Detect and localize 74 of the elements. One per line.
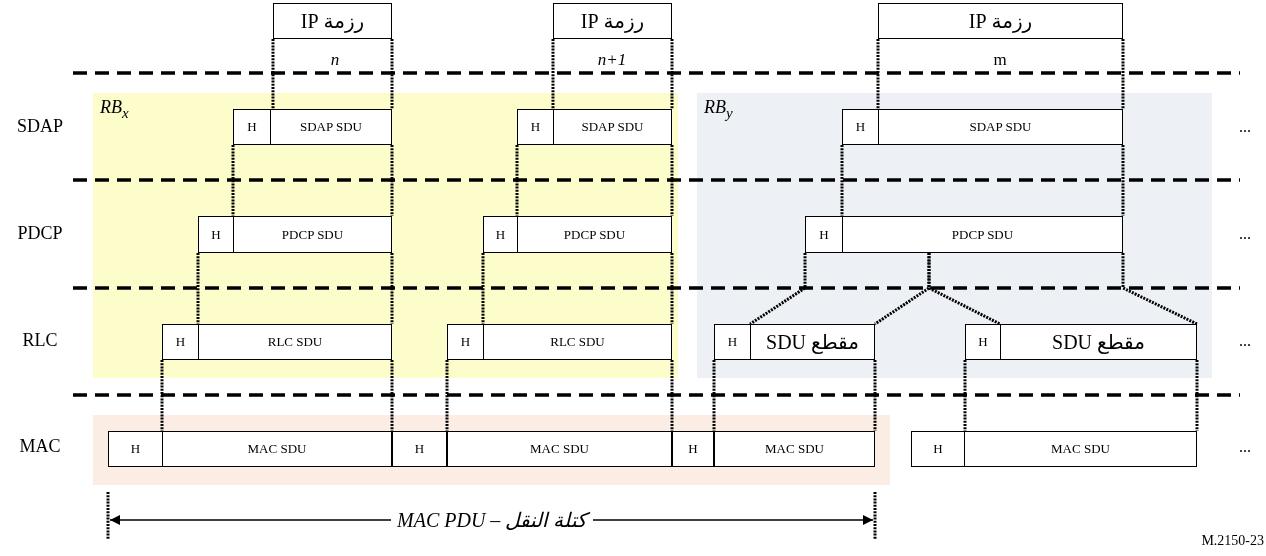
mapping-line: [670, 39, 674, 109]
header-box: H: [233, 109, 271, 145]
header-box: H: [198, 216, 234, 253]
sdu-box: RLC SDU: [483, 324, 672, 360]
sdu-box: SDAP SDU: [878, 109, 1123, 145]
sdu-box: MAC SDU: [447, 431, 672, 467]
layer-name: SDAP: [16, 116, 64, 137]
continuation-mark: ...: [1238, 332, 1252, 350]
mapping-line: [445, 360, 449, 431]
header-box: H: [447, 324, 484, 360]
mapping-line: [1121, 39, 1125, 109]
header-box: H: [805, 216, 843, 253]
header-box: H: [483, 216, 518, 253]
layer-name: RLC: [21, 330, 59, 351]
mapping-line: [749, 253, 807, 326]
packet-index-label: n: [329, 50, 341, 70]
mapping-line: [196, 253, 200, 324]
mapping-line: [231, 145, 235, 216]
mapping-line: [1121, 253, 1198, 326]
mapping-line: [712, 360, 716, 431]
radio-bearer-area: [697, 93, 1212, 378]
header-box: H: [911, 431, 965, 467]
mapping-line: [481, 253, 485, 324]
mapping-line: [876, 39, 880, 109]
mapping-line: [551, 39, 555, 109]
mapping-line: [1195, 360, 1199, 431]
layer-name: PDCP: [16, 223, 64, 244]
bearer-label: RB$_{x}$: [100, 97, 129, 122]
ip-packet-box: رزمة IP: [273, 3, 392, 39]
mapping-line: [515, 145, 519, 216]
continuation-mark: ...: [1238, 438, 1252, 456]
mapping-line: [271, 39, 275, 109]
ip-packet-box: رزمة IP: [878, 3, 1123, 39]
continuation-mark: ...: [1238, 118, 1252, 136]
sdu-box: SDAP SDU: [553, 109, 672, 145]
header-box: H: [108, 431, 163, 467]
mapping-line: [670, 253, 674, 324]
mapping-line: [390, 39, 394, 109]
sdu-box: MAC SDU: [162, 431, 392, 467]
sdu-box: MAC SDU: [964, 431, 1197, 467]
sdu-box: RLC SDU: [198, 324, 392, 360]
ip-packet-box: رزمة IP: [553, 3, 672, 39]
header-box: H: [672, 431, 714, 467]
mapping-line: [1121, 145, 1125, 216]
segment-box: مقطع SDU: [750, 324, 875, 360]
header-box: H: [965, 324, 1001, 360]
mapping-line: [160, 360, 164, 431]
bearer-label: RB$_{y}$: [704, 97, 733, 122]
header-box: H: [842, 109, 879, 145]
mapping-line: [963, 360, 967, 431]
continuation-mark: ...: [1238, 225, 1252, 243]
sdu-box: PDCP SDU: [517, 216, 672, 253]
header-box: H: [162, 324, 199, 360]
mapping-line: [390, 253, 394, 324]
header-box: H: [714, 324, 751, 360]
layer-name: MAC: [18, 436, 62, 457]
mapping-line: [840, 145, 844, 216]
sdu-box: PDCP SDU: [842, 216, 1123, 253]
sdu-box: SDAP SDU: [270, 109, 392, 145]
sdu-box: PDCP SDU: [233, 216, 392, 253]
packet-index-label: n+1: [596, 50, 628, 70]
mapping-line: [927, 253, 1001, 326]
segment-box: مقطع SDU: [1000, 324, 1197, 360]
sdu-box: MAC SDU: [714, 431, 875, 467]
figure-number: M.2150-23: [1200, 533, 1264, 549]
packet-index-label: m: [992, 50, 1008, 70]
mapping-line: [390, 360, 394, 431]
mapping-line: [390, 145, 394, 216]
header-box: H: [517, 109, 554, 145]
mapping-line: [670, 145, 674, 216]
radio-bearer-area: [93, 93, 678, 378]
mapping-line: [873, 360, 877, 431]
header-box: H: [392, 431, 447, 467]
mapping-line: [670, 360, 674, 431]
